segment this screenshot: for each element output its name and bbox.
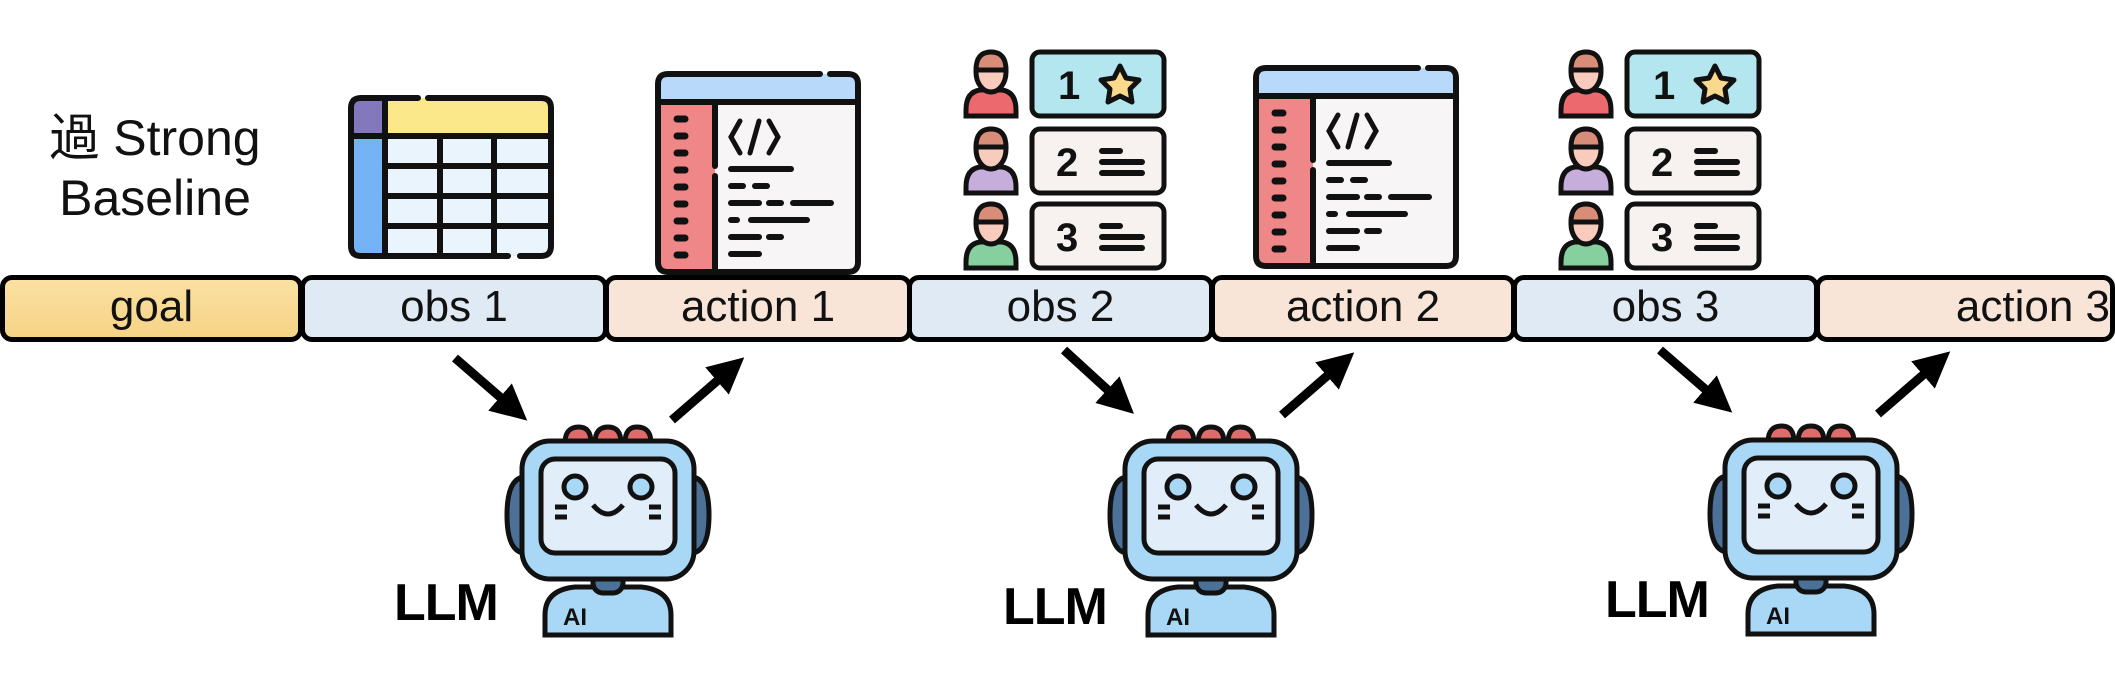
llm-label-1: LLM bbox=[394, 574, 499, 632]
action-2-label: action 2 bbox=[1285, 281, 1441, 331]
ranking-row-3: 3 bbox=[1558, 201, 1762, 271]
llm-label-3: LLM bbox=[1605, 571, 1710, 629]
ranking-row-3: 3 bbox=[963, 201, 1167, 271]
llm-to-action-2-arrow bbox=[1279, 352, 1355, 419]
goal-label: goal bbox=[109, 281, 194, 331]
goal-segment: goal bbox=[0, 275, 303, 342]
ai-badge: AI bbox=[1166, 604, 1190, 631]
ai-badge: AI bbox=[1766, 603, 1790, 630]
obs-3-to-llm-arrow bbox=[1657, 346, 1733, 413]
ranking-list-icon: 1 2 3 bbox=[1558, 49, 1762, 271]
action-1-segment: action 1 bbox=[604, 275, 912, 342]
title-line-2: Baseline bbox=[59, 170, 251, 226]
svg-text:2: 2 bbox=[1651, 141, 1673, 185]
obs-2-segment: obs 2 bbox=[907, 275, 1214, 342]
ranking-row-2: 2 bbox=[963, 126, 1167, 196]
arrows-layer bbox=[452, 346, 1951, 424]
svg-text:3: 3 bbox=[1651, 216, 1673, 260]
svg-text:3: 3 bbox=[1056, 216, 1078, 260]
ranking-row-2: 2 bbox=[1558, 126, 1762, 196]
ranking-row-1: 1 bbox=[963, 49, 1167, 119]
robot-icon: AI bbox=[1107, 424, 1315, 638]
title-line-1: 過 Strong bbox=[49, 110, 261, 166]
code-window-icon bbox=[1253, 65, 1459, 269]
table-icon bbox=[348, 95, 554, 259]
ranking-row-1: 1 bbox=[1558, 49, 1762, 119]
obs-3-label: obs 3 bbox=[1611, 281, 1720, 331]
llm-label-2: LLM bbox=[1003, 578, 1108, 636]
ai-badge: AI bbox=[563, 604, 587, 631]
svg-text:2: 2 bbox=[1056, 141, 1078, 185]
obs-3-segment: obs 3 bbox=[1512, 275, 1819, 342]
ranking-list-icon: 1 2 3 bbox=[963, 49, 1167, 271]
obs-1-segment: obs 1 bbox=[300, 275, 608, 342]
action-1-label: action 1 bbox=[680, 281, 836, 331]
action-3-segment: action 3 bbox=[1815, 275, 2115, 342]
llm-to-action-1-arrow bbox=[669, 357, 745, 424]
strong-baseline-title: 過 Strong Baseline bbox=[30, 108, 280, 228]
obs-2-label: obs 2 bbox=[1006, 281, 1115, 331]
obs-1-to-llm-arrow bbox=[452, 354, 528, 421]
robot-icon: AI bbox=[504, 424, 712, 638]
robot-icon: AI bbox=[1707, 423, 1915, 637]
llm-to-action-3-arrow bbox=[1875, 351, 1951, 418]
code-window-icon bbox=[655, 71, 861, 275]
obs-1-label: obs 1 bbox=[400, 281, 508, 331]
obs-2-to-llm-arrow bbox=[1060, 346, 1134, 414]
svg-text:1: 1 bbox=[1653, 64, 1675, 108]
action-3-label: action 3 bbox=[1955, 281, 2110, 331]
svg-text:1: 1 bbox=[1058, 64, 1080, 108]
